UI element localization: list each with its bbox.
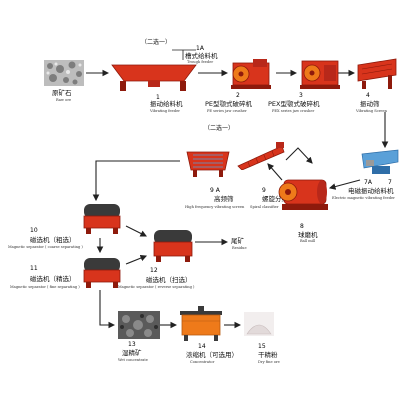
node-8-en: Ball mill [300,239,316,243]
magnetic-separator-icon [83,258,121,288]
raw-ore-label: 原矿石 [52,89,72,97]
node-14-number: 14 [198,343,206,350]
bracket-label-middle: （二选一） [204,125,235,132]
node-8-label: 球磨机 [298,231,318,239]
node-9a-label: 高频筛 [214,195,234,203]
node-12-en: Magnetic separator ( reverse separating … [118,285,195,289]
node-3-label: PEX型颚式破碎机 [268,100,320,108]
node-1a-label: 槽式给料机 [185,52,218,60]
high-frequency-screen-icon [186,151,230,177]
node-1-en: Vibrating feeder [150,109,180,113]
node-12-number: 12 [150,267,158,274]
node-1a-number: 1A [196,45,204,52]
ball-mill-icon [278,179,328,210]
arrow-mill-to-classifier [267,163,283,181]
node-7-label: 电磁振动给料机 [348,187,394,195]
node-9-label: 螺旋分级机 [262,195,295,203]
tailings-label: 尾矿 [231,237,244,245]
node-15-label: 干精粉 [258,351,278,359]
node-10-label: 磁选机（粗选） [30,236,76,244]
node-7a-number: 7A [364,179,372,186]
node-10-en: Magnetic separator ( coarse separating ) [8,245,83,249]
node-1-label: 振动给料机 [150,100,183,108]
node-11-en: Magnetic separator ( fine separating ) [10,285,80,289]
jaw-crusher-icon [231,59,271,89]
vibrating-feeder-icon [361,149,399,174]
node-13-number: 13 [128,341,136,348]
arrow-sep11-to-sep12 [125,254,148,265]
node-14-en: Concentrator [190,360,215,364]
node-3-en: PEX series jaw crusher [272,109,315,113]
magnetic-separator-icon [83,204,121,234]
node-10-number: 10 [30,227,38,234]
arrow-feeder7-to-mill [328,179,361,190]
bracket-top-connector [172,49,196,60]
node-7-en: Electric magnetic vibrating feeder [332,196,395,200]
node-13-en: Wet concentrate [118,358,148,362]
vibrating-screen-icon [357,58,397,89]
node-11-label: 磁选机（精选） [30,275,76,283]
node-3-number: 3 [299,92,303,99]
node-15-number: 15 [258,343,266,350]
thickener-tank-icon [180,306,222,341]
magnetic-separator-icon [153,230,193,262]
node-1a-en: Trough feeder [187,60,214,64]
vibrating-feeder-icon [111,64,197,91]
arrow-sep11-to-concentrate [99,290,116,329]
node-7-number: 7 [388,179,392,186]
node-2-label: PE型颚式破碎机 [205,100,253,108]
node-2-number: 2 [236,92,240,99]
wet-concentrate-pile-image [118,311,160,339]
node-9-en: Spiral classifier [250,205,279,209]
node-14-label: 浓缩机（可选用） [186,351,238,359]
node-2-en: PE series jaw crusher [207,109,247,113]
node-9a-en: High frequency vibrating screen [185,205,245,209]
node-4-number: 4 [366,92,370,99]
arrow-screen-to-sep10 [92,160,180,202]
raw-ore-en: Raw ore [56,98,72,102]
jaw-crusher-icon [300,60,340,89]
node-4-label: 振动筛 [360,100,380,108]
node-1-number: 1 [156,94,160,101]
node-9-number: 9 [262,187,266,194]
node-8-number: 8 [300,223,304,230]
raw-ore-image [44,60,84,86]
tailings-en: Residue [232,246,247,250]
node-9a-number: 9 A [210,187,220,194]
spiral-classifier-icon [237,142,285,170]
arrow-sep10-to-sep12 [125,225,147,237]
node-13-label: 湿精矿 [122,349,142,357]
dry-powder-pile-image [244,312,274,336]
node-15-en: Dry fine ore [258,360,280,364]
bracket-label-top: （二选一） [141,39,172,46]
node-4-en: Vibrating Screen [356,109,387,113]
node-12-label: 磁选机（扫选） [146,276,192,284]
node-11-number: 11 [30,265,38,272]
arrow-classifier-return [285,147,313,164]
